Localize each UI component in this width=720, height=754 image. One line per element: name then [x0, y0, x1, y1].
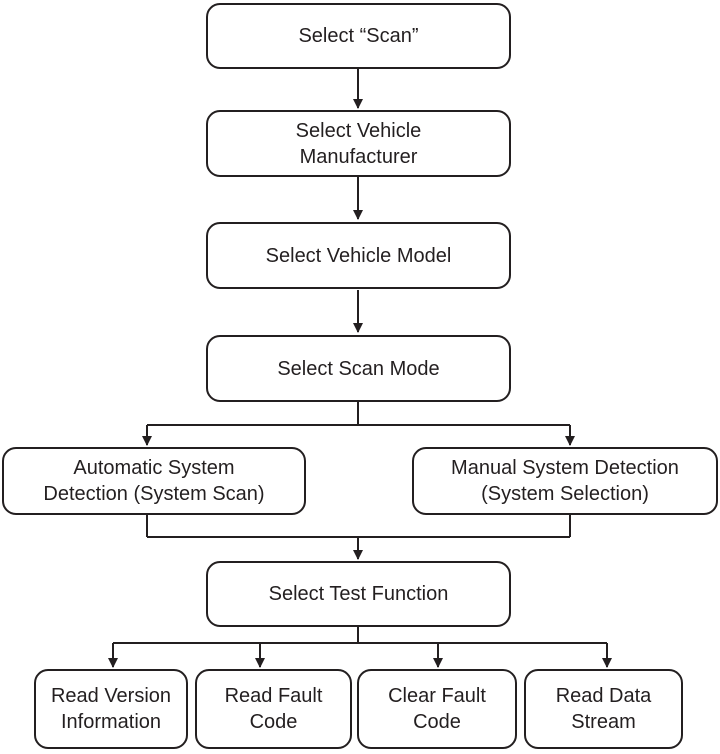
step-manual-system-detection: Manual System Detection (System Selectio… — [412, 447, 718, 515]
step-select-vehicle-manufacturer: Select Vehicle Manufacturer — [206, 110, 511, 177]
step-read-fault-code: Read Fault Code — [195, 669, 352, 749]
branch-scan-mode-to-detection — [147, 402, 570, 426]
merge-detection-lines — [146, 515, 571, 538]
step-select-scan: Select “Scan” — [206, 3, 511, 69]
branch-test-function-to-actions — [113, 627, 607, 644]
step-clear-fault-code: Clear Fault Code — [357, 669, 517, 749]
step-select-scan-mode: Select Scan Mode — [206, 335, 511, 402]
step-select-vehicle-model: Select Vehicle Model — [206, 222, 511, 289]
step-automatic-system-detection: Automatic System Detection (System Scan) — [2, 447, 306, 515]
step-read-data-stream: Read Data Stream — [524, 669, 683, 749]
step-select-test-function: Select Test Function — [206, 561, 511, 627]
step-read-version-information: Read Version Information — [34, 669, 188, 749]
